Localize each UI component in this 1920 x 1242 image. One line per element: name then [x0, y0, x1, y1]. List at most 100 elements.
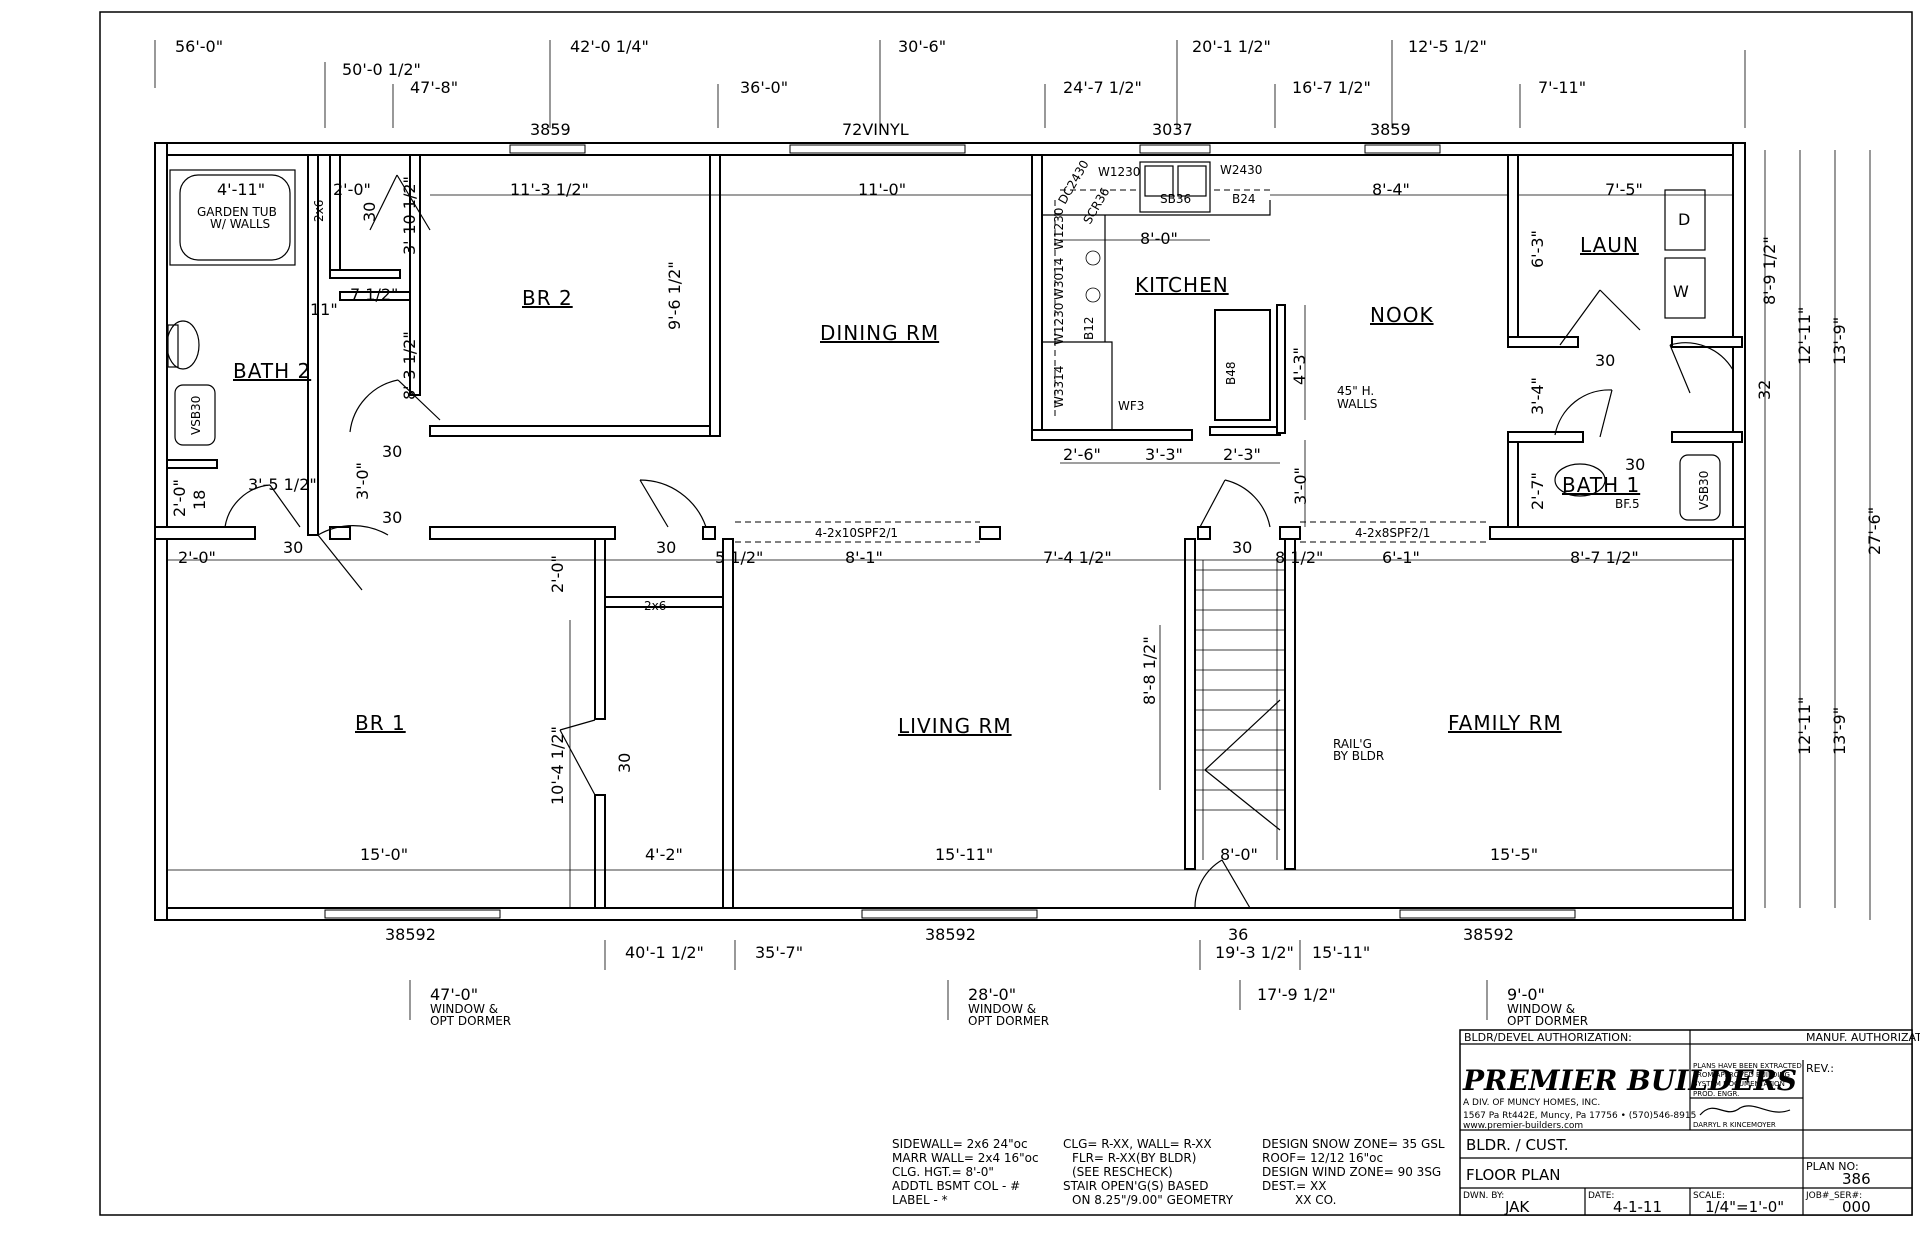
note-3: CLG. HGT.= 8'-0"	[892, 1165, 994, 1179]
vsb30-bath2: VSB30	[189, 396, 203, 435]
tb-drawing: FLOOR PLAN	[1466, 1166, 1560, 1184]
dim-a17: 2'-3"	[1223, 445, 1261, 464]
dim-a24: 5 1/2"	[715, 548, 763, 567]
tb-dwn: JAK	[1504, 1198, 1530, 1216]
note-15: XX CO.	[1295, 1193, 1336, 1207]
note-5: LABEL - *	[892, 1193, 948, 1207]
room-bath2: BATH 2	[233, 359, 311, 383]
dim-a28: 6'-1"	[1382, 548, 1420, 567]
tb-date: 4-1-11	[1613, 1198, 1662, 1216]
opt-28-l1: WINDOW &	[968, 1002, 1036, 1016]
room-laun: LAUN	[1580, 233, 1639, 257]
tb-manuf-auth: MANUF. AUTHORIZATION:	[1806, 1031, 1920, 1044]
top-windows	[509, 144, 1441, 154]
dim-a20: 2'-0"	[170, 479, 189, 517]
title-block: BLDR/DEVEL AUTHORIZATION: MANUF. AUTHORI…	[1459, 1029, 1920, 1216]
room-labels: BR 2 DINING RM KITCHEN NOOK LAUN BATH 2 …	[233, 233, 1639, 738]
walls-note-2: WALLS	[1337, 397, 1377, 411]
note-12: ROOF= 12/12 16"oc	[1262, 1151, 1383, 1165]
note-10: ON 8.25"/9.00" GEOMETRY	[1072, 1193, 1234, 1207]
bwin-2: 38592	[925, 925, 976, 944]
note-6: CLG= R-XX, WALL= R-XX	[1063, 1137, 1212, 1151]
dim-a33: 15'-0"	[360, 845, 408, 864]
cab-w1230: W1230	[1098, 165, 1140, 179]
interior-dimensions: 2'-0" 11'-3 1/2" 11'-0" 8'-4" 7'-5" 8'-0…	[170, 176, 1645, 864]
bdim-2: 35'-7"	[755, 943, 803, 962]
tb-extract-2: FROM APPROVED BUILDING	[1693, 1071, 1790, 1079]
interior-walls-bottom	[594, 538, 1296, 909]
dim-a5: 7'-5"	[1605, 180, 1643, 199]
dim-a29: 8'-7 1/2"	[1570, 548, 1639, 567]
room-br1: BR 1	[355, 711, 406, 735]
tb-prod-engr: PROD. ENGR.	[1693, 1090, 1739, 1098]
dim-a11: 9'-6 1/2"	[665, 261, 684, 330]
note-1: SIDEWALL= 2x6 24"oc	[892, 1137, 1028, 1151]
header-2x10: 4-2x10SPF2/1	[815, 526, 898, 540]
dim-50: 50'-0 1/2"	[342, 60, 421, 79]
dimension-lines	[167, 150, 1836, 908]
tb-company: PREMIER BUILDERS	[1462, 1064, 1797, 1097]
tb-dwn-label: DWN. BY:	[1463, 1191, 1504, 1201]
dim-a18: 3'-0"	[1291, 467, 1310, 505]
tb-website: www.premier-builders.com	[1463, 1121, 1583, 1131]
rdim-3: 13'-9"	[1830, 317, 1849, 365]
dim-a22: 2'-7"	[1528, 472, 1547, 510]
window-label-3859-b: 3859	[1370, 120, 1411, 139]
tb-job-label: JOB#_SER#:	[1805, 1191, 1862, 1201]
door-30a: 30	[360, 202, 379, 222]
window-label-3859-a: 3859	[530, 120, 571, 139]
dim-a10: 8'-3 1/2"	[400, 331, 419, 400]
dim-a26: 7'-4 1/2"	[1043, 548, 1112, 567]
exterior-walls	[154, 142, 1746, 921]
dim-a30: 2'-0"	[548, 555, 567, 593]
cab-b48: B48	[1224, 361, 1238, 385]
bdim-5: 17'-9 1/2"	[1257, 985, 1336, 1004]
bf5-label: BF.5	[1615, 497, 1640, 511]
garden-tub-label-2: W/ WALLS	[210, 217, 270, 231]
opt-9-l2: OPT DORMER	[1507, 1014, 1588, 1028]
window-label-3037: 3037	[1152, 120, 1193, 139]
tb-engineer: DARRYL R KINCEMOYER	[1693, 1121, 1776, 1129]
tb-plan-no: 386	[1842, 1170, 1871, 1188]
note-11: DESIGN SNOW ZONE= 35 GSL	[1262, 1137, 1445, 1151]
dim-a36: 8'-0"	[1220, 845, 1258, 864]
walls-note-1: 45" H.	[1337, 384, 1374, 398]
rdim-1: 8'-9 1/2"	[1760, 236, 1779, 305]
cab-b24: B24	[1232, 192, 1256, 206]
tub-size: 4'-11"	[217, 180, 265, 199]
room-br2: BR 2	[522, 286, 573, 310]
dim-a34: 4'-2"	[645, 845, 683, 864]
door-30f: 30	[1232, 538, 1252, 557]
label-18: 18	[190, 490, 209, 510]
bdoor-36: 36	[1228, 925, 1248, 944]
door-30d: 30	[283, 538, 303, 557]
tb-rev-label: REV.:	[1806, 1062, 1834, 1075]
bdim-3: 19'-3 1/2"	[1215, 943, 1294, 962]
washer-label: W	[1673, 282, 1689, 301]
dim-36: 36'-0"	[740, 78, 788, 97]
label-2x6-bath: 2x6	[312, 200, 326, 222]
vsb30-bath1: VSB30	[1697, 471, 1711, 510]
door-30c: 30	[382, 508, 402, 527]
dim-24: 24'-7 1/2"	[1063, 78, 1142, 97]
cab-w3014: W3014	[1052, 258, 1066, 300]
rdim-4: 27'-6"	[1865, 507, 1884, 555]
dim-12: 12'-5 1/2"	[1408, 37, 1487, 56]
cab-w3314: W3314	[1052, 366, 1066, 408]
tb-scale-label: SCALE:	[1693, 1191, 1725, 1201]
room-living: LIVING RM	[898, 714, 1012, 738]
dim-a15: 2'-6"	[1063, 445, 1101, 464]
tb-extract-1: PLANS HAVE BEEN EXTRACTED	[1693, 1062, 1802, 1070]
top-dimensions: 56'-0" 50'-0 1/2" 47'-8" 42'-0 1/4" 36'-…	[154, 37, 1746, 128]
cab-wf3: WF3	[1118, 399, 1144, 413]
cab-scr36: SCR36	[1080, 185, 1112, 226]
dim-a7: 3'-10 1/2"	[400, 176, 419, 255]
cab-w1230-c: W1230	[1052, 303, 1066, 345]
note-13: DESIGN WIND ZONE= 90 3SG	[1262, 1165, 1441, 1179]
room-kitchen: KITCHEN	[1135, 273, 1229, 297]
dim-a2: 11'-3 1/2"	[510, 180, 589, 199]
dim-a23: 2'-0"	[178, 548, 216, 567]
dim-a27: 8 1/2"	[1275, 548, 1323, 567]
header-2x8: 4-2x8SPF2/1	[1355, 526, 1430, 540]
tb-scale: 1/4"=1'-0"	[1705, 1198, 1784, 1216]
